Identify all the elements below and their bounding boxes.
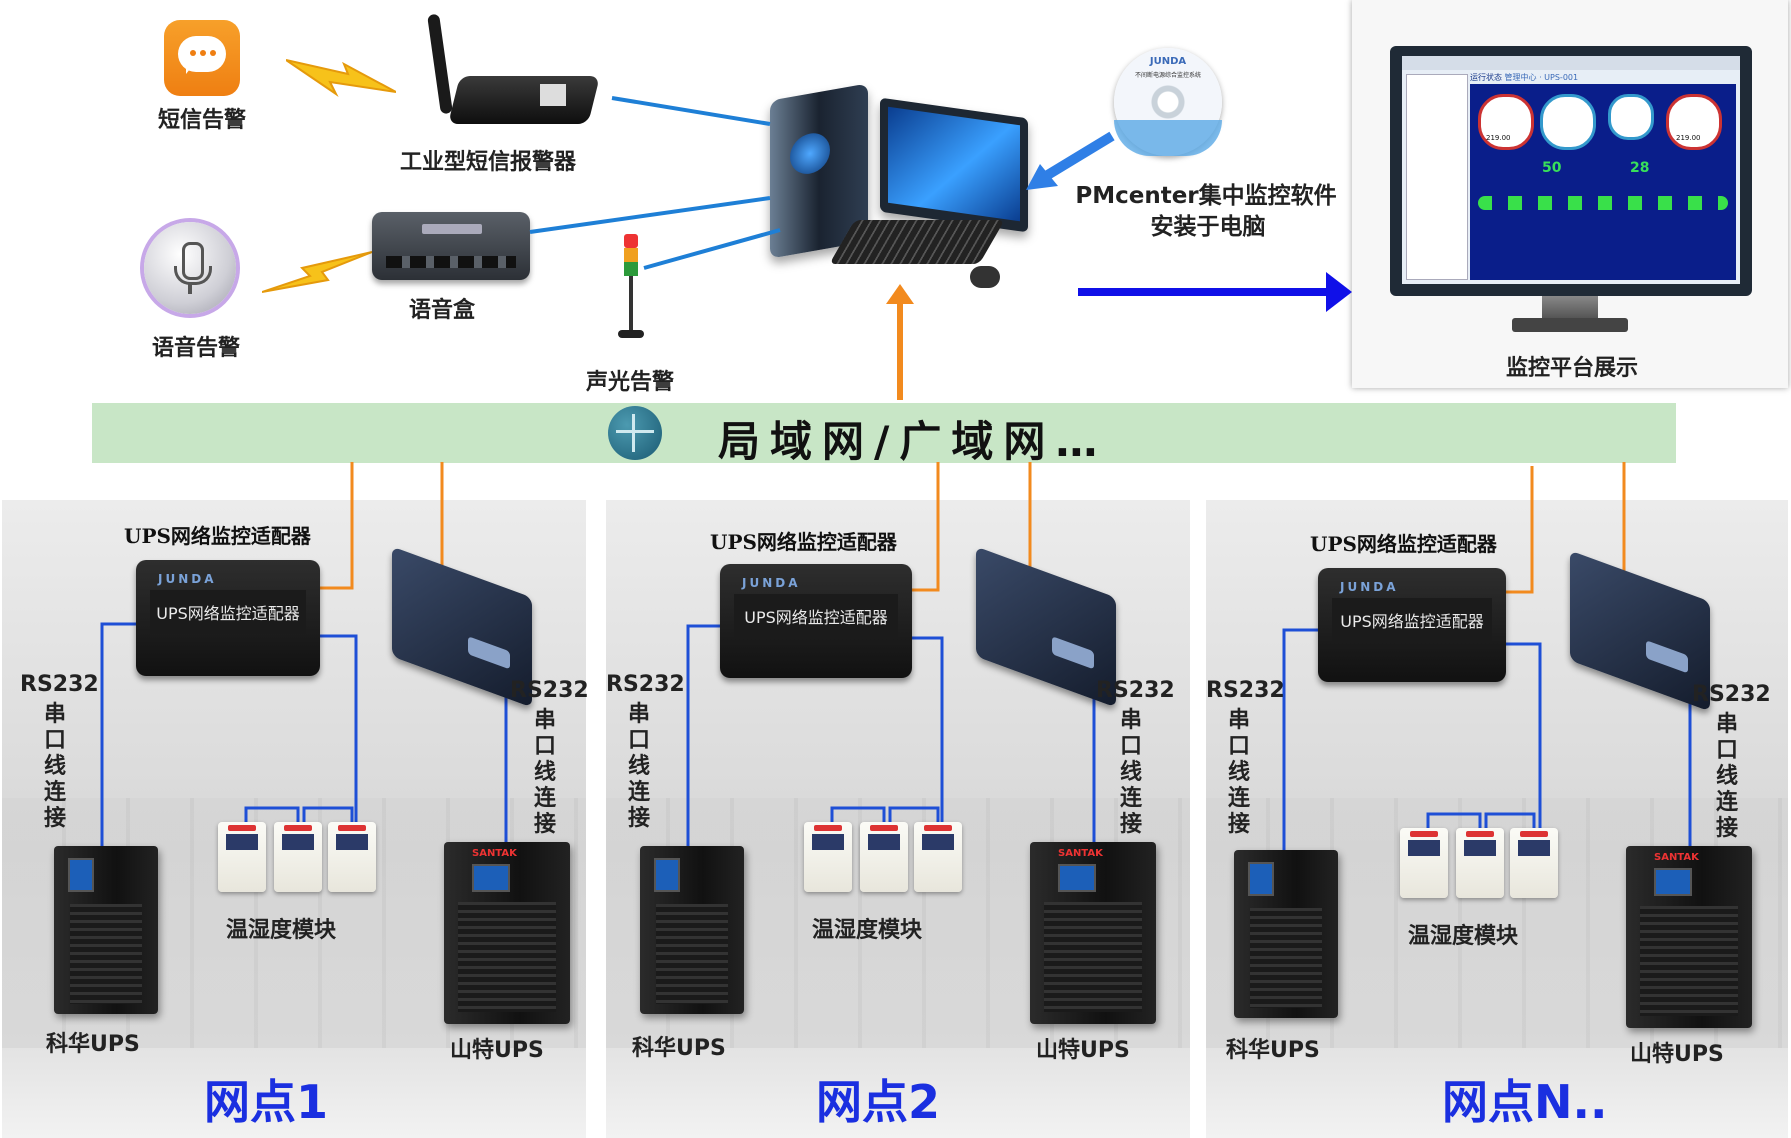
monitor-platform-label: 监控平台展示: [1505, 356, 1639, 381]
adapter-brand: JUNDA: [1340, 580, 1399, 594]
ups-left-unit: [54, 846, 158, 1014]
arrow-left-icon: [1026, 164, 1058, 190]
software-label-line1: PMcenter集中监控软件: [1075, 183, 1337, 209]
adapter-device: JUNDA UPS网络监控适配器: [136, 560, 320, 676]
sms-app-icon: [164, 20, 240, 96]
rs232-label: RS232: [1096, 678, 1175, 703]
software-cd: JUNDA 不间断电源综合监控系统: [1114, 48, 1222, 156]
site-name: 网点1: [204, 1075, 329, 1129]
arrow-right-icon: [1326, 272, 1352, 312]
temp-humidity-sensor: [1510, 828, 1558, 898]
sms-alarm-label: 短信告警: [157, 108, 247, 133]
temp-humidity-sensor: [860, 822, 908, 892]
temp-humidity-sensor: [914, 822, 962, 892]
link-sms-to-pc: [611, 96, 771, 126]
software-label-line2: 安装于电脑: [1150, 214, 1266, 240]
temp-humidity-sensor: [804, 822, 852, 892]
rs232-label: RS232: [1692, 682, 1771, 707]
ups-right-unit: SANTAK: [1626, 846, 1752, 1028]
link-cd-to-pc: [1043, 131, 1115, 181]
sensor-label: 温湿度模块: [1408, 924, 1519, 949]
ups-right-unit: SANTAK: [1030, 842, 1156, 1024]
cd-title: 不间断电源综合监控系统: [1134, 72, 1201, 79]
adapter-brand: JUNDA: [742, 576, 801, 590]
temp-humidity-sensor: [1456, 828, 1504, 898]
monitor-screen: 运行状态 管理中心 · UPS-001 219.00 50 28 219.00: [1402, 56, 1740, 284]
ups-right-label: 山特UPS: [1630, 1042, 1724, 1067]
serial-cable-label: 串口线连接: [1119, 708, 1142, 837]
lightning-icon: [286, 59, 396, 97]
adapter-device: JUNDA UPS网络监控适配器: [1318, 568, 1506, 682]
ups-brand: SANTAK: [1058, 848, 1103, 859]
adapter-screen-text: UPS网络监控适配器: [1332, 598, 1492, 642]
adapter-brand: JUNDA: [158, 572, 217, 586]
sms-device-label: 工业型短信报警器: [399, 150, 577, 175]
top-connections: [529, 96, 1352, 400]
monitor-platform-panel: 运行状态 管理中心 · UPS-001 219.00 50 28 219.00 …: [1352, 0, 1788, 388]
serial-cable-label: 串口线连接: [1227, 708, 1250, 837]
ups-right-label: 山特UPS: [1036, 1038, 1130, 1063]
cd-brand: JUNDA: [1149, 56, 1187, 67]
adapter-label: UPS网络监控适配器: [710, 530, 897, 554]
rs232-label: RS232: [1206, 678, 1285, 703]
sensor-label: 温湿度模块: [812, 918, 923, 943]
link-voice-to-pc: [529, 196, 771, 234]
lan-wan-label: 局域网/广域网…: [718, 417, 1108, 466]
temp-humidity-sensor: [218, 822, 266, 892]
temp-humidity-sensor: [274, 822, 322, 892]
adapter-device: JUNDA UPS网络监控适配器: [720, 564, 912, 678]
signal-tower-light: [618, 234, 644, 344]
gauge-value: 219.00: [1676, 134, 1701, 142]
gauge-value: 28: [1630, 160, 1650, 176]
temp-humidity-sensor: [1400, 828, 1448, 898]
sms-alarm-device: [427, 13, 600, 130]
rs232-label: RS232: [606, 672, 685, 697]
serial-cable-label: 串口线连接: [533, 708, 556, 837]
serial-cable-label: 串口线连接: [627, 702, 650, 831]
lightning-icon: [262, 251, 372, 293]
ups-right-label: 山特UPS: [450, 1038, 544, 1063]
ups-left-label: 科华UPS: [1226, 1038, 1320, 1063]
lan-wan-bar: [92, 403, 1676, 463]
voice-box-device: [372, 212, 530, 280]
ups-brand: SANTAK: [1654, 852, 1699, 863]
voice-box-label: 语音盒: [408, 298, 476, 323]
gauge-value: 219.00: [1486, 134, 1511, 142]
adapter-label: UPS网络监控适配器: [1310, 532, 1497, 556]
microphone-icon: [144, 222, 236, 314]
sensor-label: 温湿度模块: [226, 918, 337, 943]
monitor-tab-text: 运行状态 管理中心 · UPS-001: [1470, 73, 1579, 82]
serial-cable-label: 串口线连接: [1715, 712, 1738, 841]
large-monitor: 运行状态 管理中心 · UPS-001 219.00 50 28 219.00: [1390, 46, 1752, 296]
voice-alarm-label: 语音告警: [151, 336, 241, 361]
ups-left-label: 科华UPS: [632, 1036, 726, 1061]
arrow-up-icon: [886, 284, 914, 304]
serial-cable-label: 串口线连接: [43, 702, 66, 831]
adapter-screen-text: UPS网络监控适配器: [150, 590, 306, 634]
globe-icon: [608, 406, 662, 460]
rs232-label: RS232: [20, 672, 99, 697]
rs232-label: RS232: [510, 678, 589, 703]
computer-mouse: [970, 266, 1000, 288]
ups-left-label: 科华UPS: [46, 1032, 140, 1057]
ups-left-unit: [1234, 850, 1338, 1018]
temp-humidity-sensor: [328, 822, 376, 892]
ups-brand: SANTAK: [472, 848, 517, 859]
link-light-to-pc: [643, 228, 781, 270]
site-name: 网点N..: [1442, 1075, 1608, 1129]
sound-light-label: 声光告警: [585, 370, 675, 395]
gauge-value: 50: [1542, 160, 1562, 176]
adapter-label: UPS网络监控适配器: [124, 524, 311, 548]
ups-left-unit: [640, 846, 744, 1014]
site-name: 网点2: [816, 1075, 941, 1129]
ups-right-unit: SANTAK: [444, 842, 570, 1024]
adapter-screen-text: UPS网络监控适配器: [734, 594, 898, 638]
